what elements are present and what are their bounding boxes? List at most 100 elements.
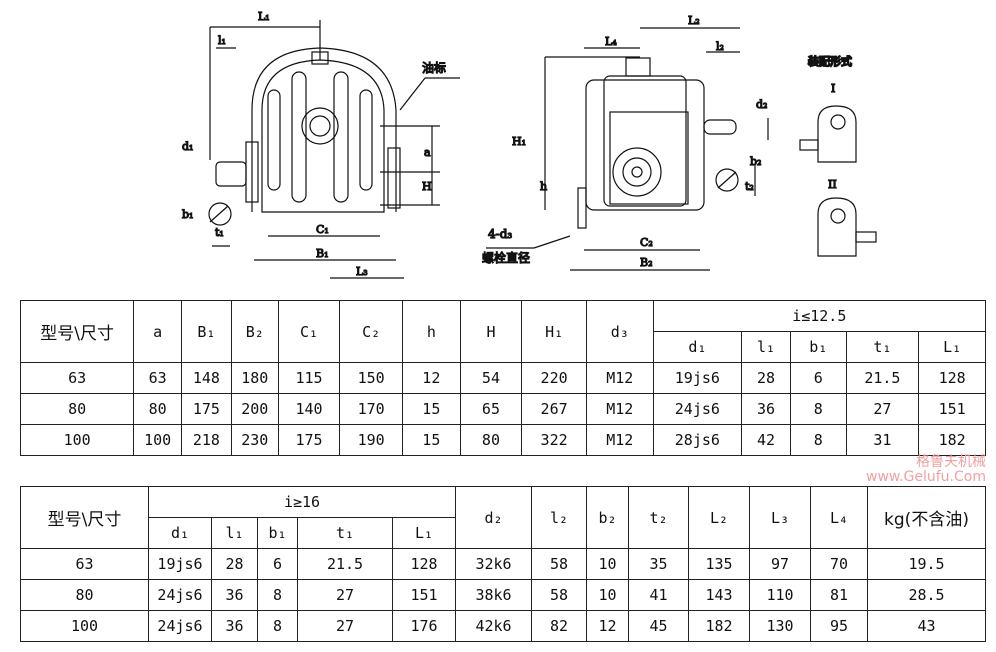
value-cell: 140 [277,393,341,425]
dim-t1: t₁ [215,226,224,239]
spec-table-large-ratio: 型号\尺寸 i≥16 d₂ l₂ b₂ t₂ L₂ L₃ L₄ kg(不含油) … [20,486,986,642]
value-cell: 15 [402,424,461,456]
value-cell: 36 [211,579,258,611]
header-group-ratio: i≥16 [148,486,456,518]
subheader-cell: l₁ [741,331,791,363]
value-cell: 36 [211,610,258,642]
value-cell: 130 [749,610,811,642]
dim-l1: l₁ [218,34,226,47]
value-cell: 200 [230,393,279,425]
header-cell: C₂ [339,300,404,363]
dim-L3: L₃ [356,265,368,278]
dim-C1: C₁ [316,223,329,236]
value-cell: 8 [257,579,298,611]
header-cell: l₂ [531,486,587,549]
assembly-title: 装配形式 [807,54,852,68]
bolt-label: 4-d₃ [488,227,512,241]
value-cell: 70 [810,548,868,580]
dim-h: h [540,180,547,193]
subheader-cell: b₁ [257,517,298,549]
value-cell: 80 [459,424,523,456]
header-cell: H₁ [521,300,587,363]
value-cell: 28 [741,362,791,394]
value-cell: 27 [297,579,393,611]
subheader-cell: t₁ [845,331,920,363]
value-cell: 175 [277,424,341,456]
header-cell: d₂ [455,486,532,549]
value-cell: 8 [789,424,847,456]
value-cell: 24js6 [652,393,743,425]
value-cell: 150 [339,362,404,394]
value-cell: 322 [521,424,587,456]
dim-b2: b₂ [750,155,761,168]
value-cell: 218 [181,424,232,456]
value-cell: 58 [531,579,587,611]
value-cell: 28 [211,548,258,580]
dim-t2: t₂ [745,180,754,193]
side-view [486,27,769,271]
value-cell: 220 [521,362,587,394]
value-cell: 42k6 [455,610,532,642]
value-cell: 42 [741,424,791,456]
value-cell: 82 [531,610,587,642]
value-cell: 21.5 [845,362,920,394]
bolt-desc: 螺栓直径 [482,250,530,265]
watermark-cn: 格鲁夫机械 [916,454,986,470]
dim-B2: B₂ [640,256,653,269]
dim-C2: C₂ [640,236,653,249]
header-weight: kg(不含油) [867,486,986,549]
dim-B1: B₁ [316,247,329,260]
header-cell: L₃ [749,486,811,549]
model-cell: 100 [19,424,135,456]
header-cell: t₂ [628,486,689,549]
subheader-cell: d₁ [652,331,743,363]
subheader-cell: b₁ [789,331,847,363]
value-cell: 10 [586,579,629,611]
assembly-form-1-icon [799,105,857,163]
reducer-drawing: L₁ l₁ d₁ b₁ t₁ a H C₁ B₁ L₃ 油标 L₂ L₄ l₂ … [181,9,877,279]
value-cell: 65 [459,393,523,425]
value-cell: M12 [585,362,654,394]
value-cell: 19js6 [652,362,743,394]
dim-l2: l₂ [716,40,724,53]
header-cell: B₂ [230,300,279,363]
value-cell: 182 [918,424,986,456]
value-cell: 80 [133,393,183,425]
value-cell: 115 [277,362,341,394]
value-cell: 6 [789,362,847,394]
value-cell: 190 [339,424,404,456]
value-cell: 12 [402,362,461,394]
value-cell: M12 [585,424,654,456]
header-cell: H [459,300,523,363]
value-cell: 110 [749,579,811,611]
value-cell: 135 [688,548,750,580]
value-cell: M12 [585,393,654,425]
model-cell: 100 [20,610,149,642]
value-cell: 35 [628,548,689,580]
dim-L4: L₄ [605,35,617,48]
value-cell: 38k6 [455,579,532,611]
header-cell: b₂ [586,486,629,549]
value-cell: 180 [230,362,279,394]
value-cell: 31 [845,424,920,456]
header-cell: B₁ [181,300,232,363]
dim-b1: b₁ [182,208,193,221]
dim-L2: L₂ [688,14,700,27]
dim-H: H [422,180,432,193]
value-cell: 19js6 [148,548,212,580]
dim-a: a [424,146,431,159]
dim-L1: L₁ [258,10,270,23]
header-cell: a [133,300,183,363]
value-cell: 24js6 [148,610,212,642]
value-cell: 97 [749,548,811,580]
value-cell: 151 [392,579,456,611]
header-cell: L₄ [810,486,868,549]
front-view [208,20,460,279]
value-cell: 176 [392,610,456,642]
subheader-cell: L₁ [918,331,986,363]
value-cell: 45 [628,610,689,642]
